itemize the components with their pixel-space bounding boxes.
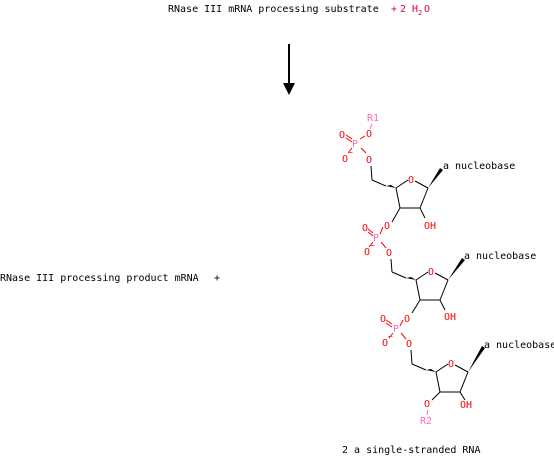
p3-o-minus: O (382, 338, 388, 349)
rna-structure: R1 O O P O − O O a nucleobase OH O O P (339, 113, 554, 427)
substrate-label: RNase III mRNA processing substrate (168, 4, 379, 15)
p3-phosphorus: P (393, 324, 399, 335)
nucleobase-1: a nucleobase (443, 161, 515, 172)
ribose3-o: O (424, 399, 430, 410)
ribose3-oh: OH (460, 400, 472, 411)
p2-o-minus: O (364, 247, 370, 258)
product-rna-label: 2 a single-stranded RNA (342, 445, 480, 456)
reaction-arrow (283, 44, 295, 95)
r1-group: R1 (367, 113, 379, 124)
nucleobase-3: a nucleobase (484, 340, 554, 351)
p3-charge: − (388, 332, 393, 341)
link2-o: O (404, 314, 410, 325)
p2-charge: − (370, 241, 375, 250)
ribose1-ring-o: O (408, 175, 414, 186)
p2-o-ester: O (386, 248, 392, 259)
p1-phosphorus: P (352, 139, 358, 150)
plus-sign-top: + (391, 4, 397, 15)
p1-o-double: O (339, 130, 345, 141)
water-subscript: 2 (418, 9, 422, 17)
plus-sign-products: + (214, 273, 220, 284)
p2-o-double: O (362, 223, 368, 234)
p2-phosphorus: P (373, 233, 379, 244)
ribose2-ring-o: O (428, 267, 434, 278)
p1-o-minus: O (342, 154, 348, 165)
p3-o-double: O (380, 314, 386, 325)
product-mrna-label: RNase III processing product mRNA (0, 273, 199, 284)
r2-group: R2 (420, 416, 432, 427)
link1-o: O (384, 221, 390, 232)
ribose3-ring-o: O (448, 359, 454, 370)
p1-o-top: O (366, 129, 372, 140)
ribose2-oh: OH (444, 312, 456, 323)
ribose1-oh: OH (424, 221, 436, 232)
water-h: H (412, 4, 418, 15)
water-coefficient: 2 (400, 4, 406, 15)
p3-o-ester: O (406, 339, 412, 350)
nucleobase-2: a nucleobase (464, 251, 536, 262)
water-o: O (424, 4, 430, 15)
p1-o-ester: O (366, 155, 372, 166)
p1-charge: − (348, 148, 353, 157)
